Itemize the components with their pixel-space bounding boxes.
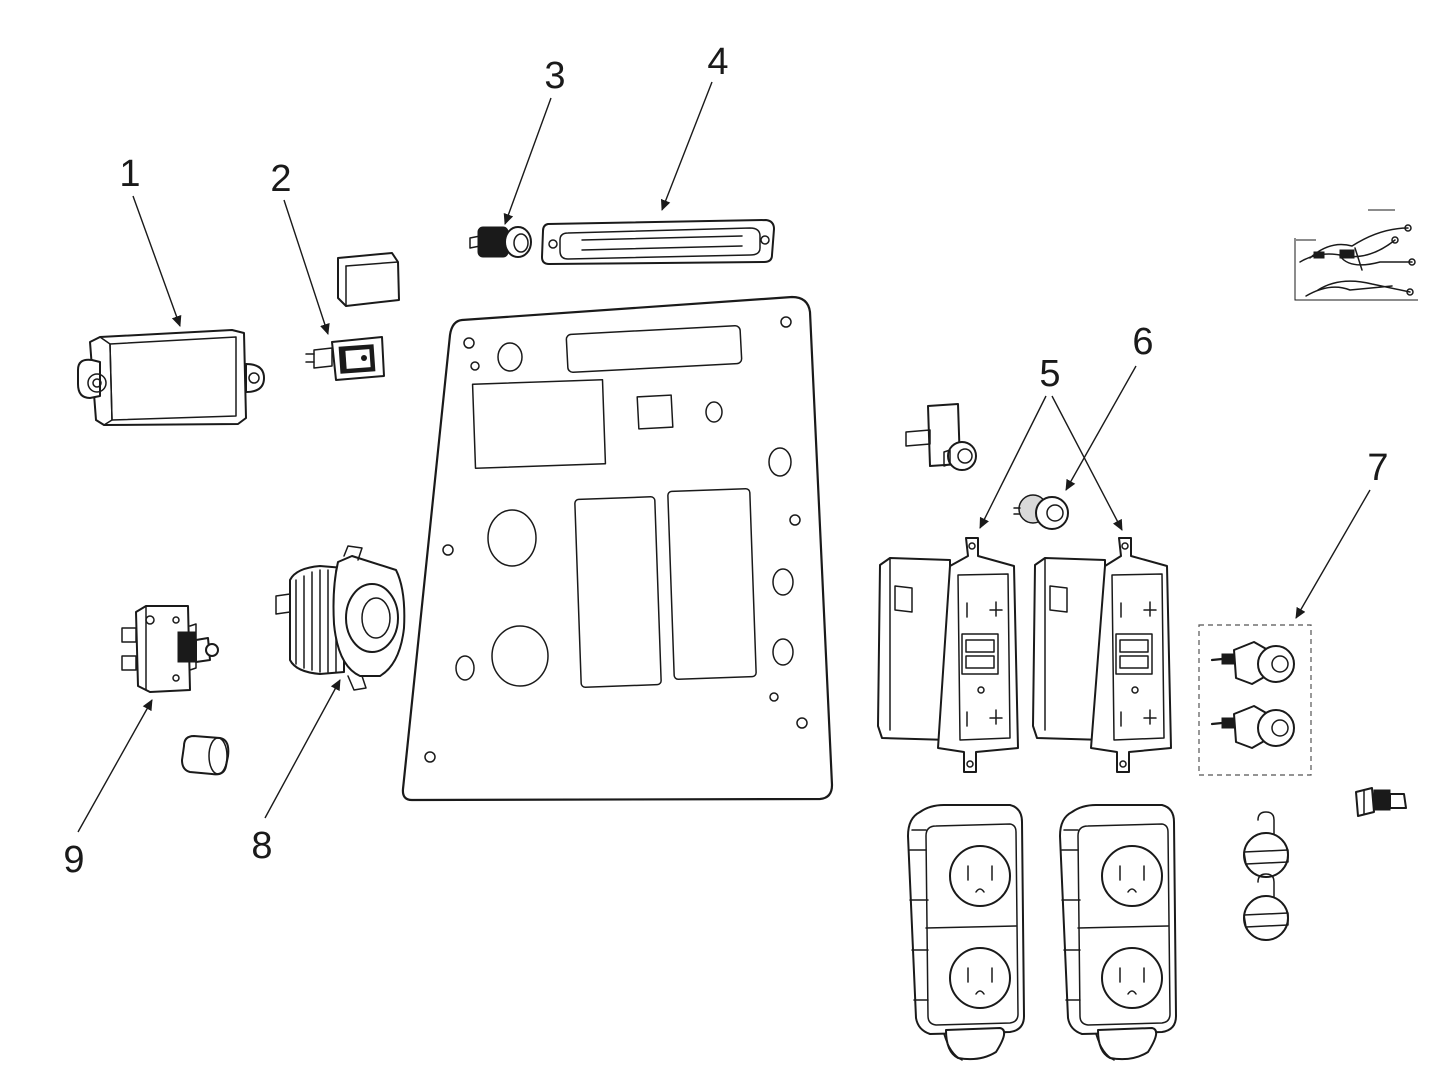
covered-duplex-receptacle-right (1059, 804, 1177, 1061)
breaker-cap (181, 735, 230, 776)
callout-3: 3 (544, 55, 565, 97)
wiring-harness (1294, 209, 1418, 301)
control-panel-plate (401, 295, 834, 802)
callout-6: 6 (1132, 321, 1153, 363)
part-5-gfci-receptacle-right (1032, 537, 1172, 773)
callout-1: 1 (119, 153, 140, 195)
callout-8: 8 (251, 825, 272, 867)
leader-lines (77, 81, 1371, 833)
covered-duplex-receptacle-left (907, 804, 1025, 1061)
callout-5: 5 (1039, 353, 1060, 395)
callout-4: 4 (707, 41, 728, 83)
part-5-gfci-receptacle-left (877, 537, 1019, 773)
grounding-terminal (1355, 787, 1407, 817)
part-2-rocker-switch (305, 252, 400, 381)
part-1-hour-meter (77, 329, 265, 426)
callout-2: 2 (270, 158, 291, 200)
callout-7: 7 (1367, 447, 1388, 489)
part-4-handle-bar (541, 219, 775, 265)
callout-9: 9 (63, 839, 84, 881)
part-9-circuit-breaker (121, 605, 219, 693)
part-8-dc-outlet (275, 545, 406, 691)
callout-labels: 1 2 3 4 5 6 7 8 9 (63, 41, 1388, 881)
binding-post-caps (1243, 811, 1289, 941)
panel-grommet-lamp (905, 403, 977, 471)
part-7-binding-posts (1198, 624, 1312, 776)
part-6-pilot-light (1013, 494, 1069, 530)
part-3-indicator-lamp (469, 226, 532, 258)
